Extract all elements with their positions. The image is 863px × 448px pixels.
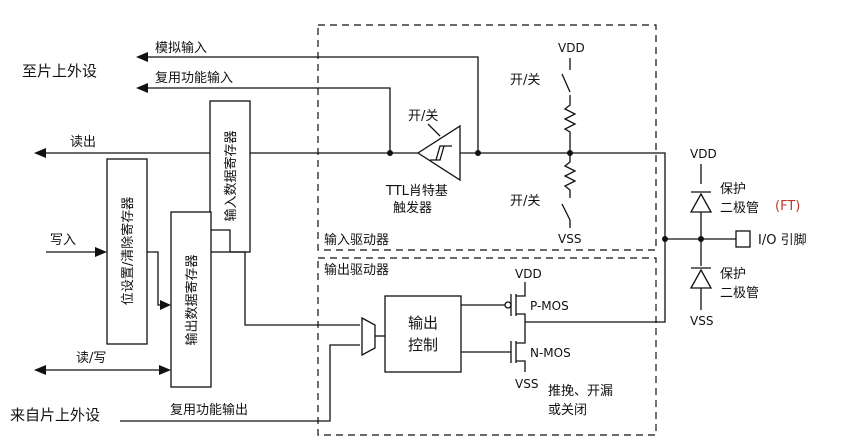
output-mode-label-2: 或关闭 — [548, 403, 587, 418]
ttl-schmitt-label-1: TTL肖特基 — [385, 184, 448, 199]
drain-to-pin-line — [525, 239, 666, 323]
pulldown-resistor — [563, 153, 577, 198]
analog-input-label: 模拟输入 — [155, 40, 207, 56]
nmos-source-drain — [516, 322, 526, 372]
ft-label: (FT) — [775, 199, 800, 214]
output-data-register — [170, 211, 212, 388]
alt-func-input-label: 复用功能输入 — [155, 70, 233, 86]
analog-input-arrow — [136, 52, 148, 62]
bsrr-to-odr-arrow — [160, 300, 171, 310]
protect-diode-top — [689, 192, 713, 213]
to-peripheral-label: 至片上外设 — [22, 62, 97, 80]
alt-func-output-label: 复用功能输出 — [170, 402, 248, 418]
analog-input-line — [148, 56, 479, 153]
on-off-pullup-label: 开/关 — [510, 73, 540, 88]
ttl-schmitt-label-2: 触发器 — [393, 200, 432, 216]
protect-top-label-1: 保护 — [720, 182, 746, 197]
bsrr-to-odr-line — [147, 251, 160, 306]
nmos-label: N-MOS — [530, 346, 571, 360]
protect-top-label-2: 二极管 — [720, 201, 759, 216]
pmos-gate-bubble — [504, 301, 512, 309]
output-control-box — [384, 295, 462, 373]
vss-output-label: VSS — [515, 377, 538, 391]
io-pin-label: I/O 引脚 — [758, 232, 807, 248]
odr-output-line — [230, 251, 360, 326]
vdd-top-label: VDD — [558, 41, 585, 55]
output-mux — [361, 316, 376, 357]
input-data-register-label: 输入数据寄存器 — [223, 130, 239, 221]
pullup-resistor — [563, 95, 577, 153]
protect-bottom-label-2: 二极管 — [720, 286, 759, 301]
output-data-register-label: 输出数据寄存器 — [184, 254, 200, 345]
on-off-schmitt-label: 开/关 — [408, 109, 438, 124]
output-control-label-1: 输出 — [408, 314, 438, 332]
output-driver-label: 输出驱动器 — [324, 262, 389, 278]
bit-set-reset-register-label: 位设置/清除寄存器 — [120, 197, 136, 305]
read-write-arrow-left — [34, 365, 46, 375]
vss-protect-label: VSS — [690, 314, 713, 328]
schmitt-switch-line — [427, 123, 441, 137]
read-write-arrow-right — [159, 365, 171, 375]
on-off-pulldown-label: 开/关 — [510, 194, 540, 209]
vdd-protect-label: VDD — [690, 147, 717, 161]
alt-func-output-line — [120, 344, 360, 422]
pullup-switch — [561, 73, 571, 93]
output-control-label-2: 控制 — [408, 336, 438, 354]
output-mode-label-1: 推挽、开漏 — [548, 383, 613, 399]
pmos-source-drain — [516, 282, 526, 322]
protect-bottom-label-1: 保护 — [720, 267, 746, 282]
output-driver-region — [317, 257, 657, 436]
input-data-register — [209, 100, 251, 253]
schmitt-hysteresis-icon — [430, 145, 452, 161]
read-write-label: 读/写 — [76, 351, 106, 366]
io-pin-box — [735, 230, 751, 248]
pulldown-switch — [561, 203, 571, 221]
write-in-arrow — [95, 247, 107, 257]
protect-diode-bottom — [689, 268, 713, 289]
read-out-label: 读出 — [70, 135, 96, 150]
from-peripheral-label: 来自片上外设 — [10, 406, 100, 424]
write-in-label: 写入 — [50, 233, 76, 248]
input-main-line — [460, 152, 666, 239]
pmos-label: P-MOS — [530, 299, 569, 313]
vdd-output-label: VDD — [515, 267, 542, 281]
alt-func-input-arrow — [136, 83, 148, 93]
drain-node — [662, 236, 668, 242]
input-driver-region — [317, 24, 657, 251]
input-driver-label: 输入驱动器 — [324, 232, 389, 248]
read-out-arrow — [34, 148, 46, 158]
node-analog-input — [475, 150, 481, 156]
node-alt-func-input — [387, 150, 393, 156]
alt-func-input-line — [148, 87, 391, 153]
vss-input-label: VSS — [558, 232, 581, 246]
odr-to-mux-line — [211, 229, 231, 252]
